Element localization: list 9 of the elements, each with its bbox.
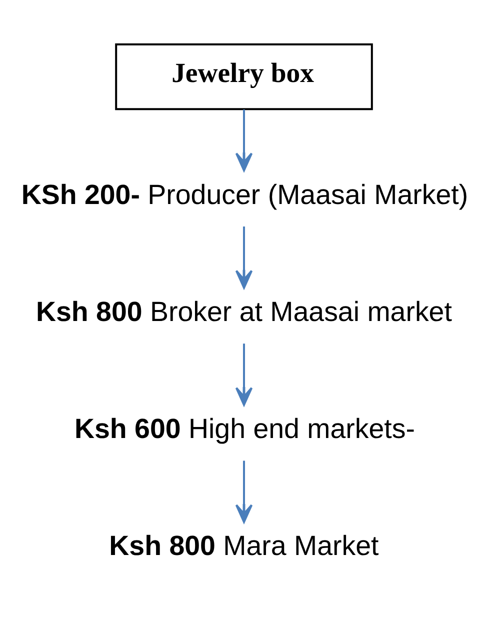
node-text: Ksh 800 Mara Market — [108, 530, 378, 561]
node-text: Ksh 800 Broker at Maasai market — [35, 295, 452, 326]
arrow — [234, 460, 252, 522]
node-text: KSh 200- Producer (Maasai Market) — [20, 178, 468, 210]
arrow — [234, 343, 252, 406]
node-text: Ksh 600 High end markets- — [74, 412, 414, 444]
arrow — [234, 108, 252, 171]
node-box: Jewelry box — [114, 42, 372, 110]
arrow — [234, 226, 252, 288]
